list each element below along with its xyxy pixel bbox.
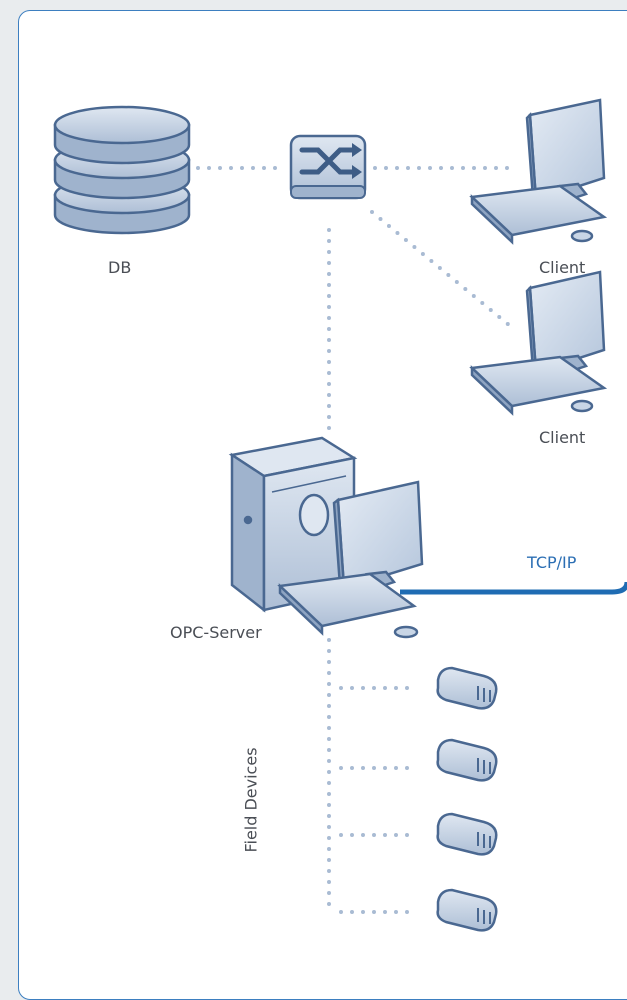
field-device-icon bbox=[436, 738, 498, 782]
tcpip-label: TCP/IP bbox=[527, 553, 577, 572]
database-icon bbox=[53, 105, 191, 235]
field-device-icon bbox=[436, 666, 498, 710]
computer-icon bbox=[469, 98, 608, 245]
db-label: DB bbox=[108, 258, 132, 277]
field-device-icon bbox=[436, 888, 498, 932]
computer-icon bbox=[277, 480, 424, 639]
computer-icon bbox=[469, 270, 608, 416]
tcpip-line bbox=[400, 581, 627, 595]
field-devices-label: Field Devices bbox=[241, 747, 261, 853]
link-switch-client2 bbox=[370, 210, 517, 332]
client-label: Client bbox=[539, 428, 586, 447]
diagram-graphics bbox=[53, 98, 627, 932]
network-diagram: DB Client Client TCP/IP OPC-Server Field… bbox=[18, 10, 627, 1000]
server-tower-icon bbox=[228, 436, 358, 613]
opc-server-label: OPC-Server bbox=[170, 623, 262, 642]
connection-lines bbox=[196, 166, 517, 914]
network-switch-icon bbox=[289, 134, 367, 200]
client-label: Client bbox=[539, 258, 586, 277]
field-device-icon bbox=[436, 812, 498, 856]
